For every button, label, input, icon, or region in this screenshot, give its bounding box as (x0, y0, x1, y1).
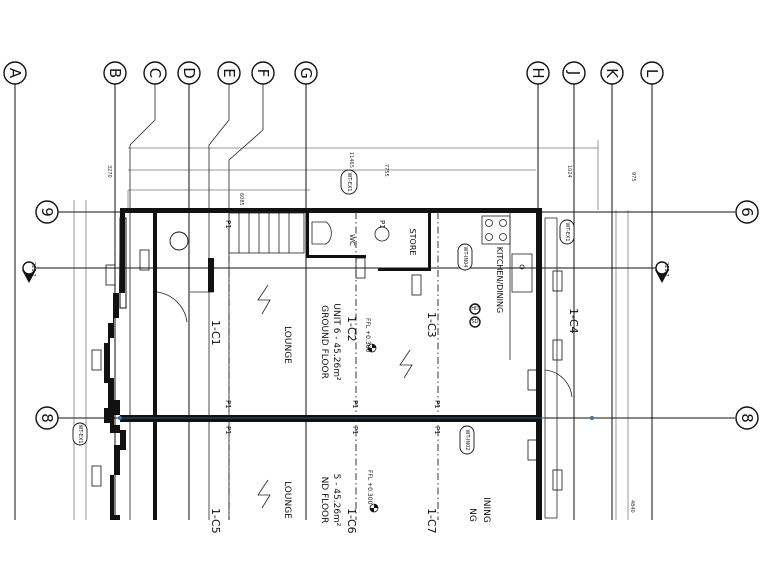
grid-lines-vertical (14, 84, 653, 520)
dim-6085: 6085 (238, 193, 244, 206)
column-label-c3: 1-C3 (425, 312, 438, 338)
room-label-lounge: LOUNGE (282, 326, 292, 364)
grid-lines-horizontal (36, 211, 735, 419)
grid-bubble-h: H (526, 61, 550, 85)
svg-text:WT-EX1: WT-EX1 (77, 424, 83, 443)
room-label-lounge-lower: LOUNGE (282, 481, 292, 519)
svg-text:WT-EX1: WT-EX1 (564, 222, 570, 241)
grid-bubble-a: A (3, 61, 27, 85)
svg-text:221-2: 221-2 (30, 262, 36, 277)
wall-tag-wt-ex1-right: WT-EX1 (559, 219, 575, 245)
fall-arrows (257, 284, 413, 509)
wall-tag-wt-ex1-left: WT-EX1 (72, 422, 88, 446)
svg-text:6: 6 (738, 207, 756, 217)
room-label-kitchen-lower-1: NG (467, 508, 477, 522)
column-label-c6: 1-C6 (345, 508, 358, 534)
dim-1024: 1024 (566, 165, 572, 178)
dim-7755: 7755 (383, 164, 389, 177)
p1-label: P1 (433, 400, 441, 409)
grid-bubble-row-8-right: 8 (735, 406, 759, 430)
p1-label: P1 (433, 426, 441, 435)
svg-text:L: L (643, 69, 661, 78)
hd-symbol: HD (469, 303, 481, 315)
grid-bubble-g: G (294, 61, 318, 85)
grid-bubble-b: B (103, 61, 127, 85)
p1-label: P1 (378, 220, 386, 229)
svg-text:8: 8 (38, 413, 56, 423)
svg-text:C: C (146, 68, 164, 78)
svg-text:D: D (180, 67, 198, 79)
svg-text:221-2: 221-2 (663, 262, 669, 277)
walls (104, 208, 558, 520)
svg-text:H: H (529, 67, 547, 78)
column-label-c2: 1-C2 (345, 316, 358, 342)
wall-tag-wt-in02: WT-IN02 (459, 425, 475, 455)
svg-text:WT-IN04: WT-IN04 (462, 247, 468, 268)
grid-bubble-j: J (562, 61, 586, 85)
section-marker-right: 221-2 (655, 261, 669, 283)
svg-text:8: 8 (738, 413, 756, 423)
dim-3270: 3270 (106, 165, 112, 178)
svg-text:E: E (220, 68, 238, 77)
svg-text:A: A (6, 68, 24, 79)
ffl-marker-lower: FFL +0.300 (366, 470, 379, 513)
grid-bubble-e: E (217, 61, 241, 85)
grid-bubble-l: L (640, 61, 664, 85)
room-label-unit-lower: 5 - 45.26m² (331, 474, 341, 527)
room-label-store: STORE (408, 229, 417, 256)
p1-label: P1 (351, 400, 359, 409)
sd-symbol: SD (469, 316, 481, 328)
svg-text:FFL +0.300: FFL +0.300 (364, 318, 371, 353)
wall-tag-wt-ex1-top: WT-EX1 (340, 169, 358, 195)
svg-text:B: B (106, 68, 124, 78)
grid-bubble-f: F (251, 61, 275, 85)
dimension-lines (73, 140, 629, 520)
column-label-c7: 1-C7 (425, 508, 438, 534)
svg-text:WT-EX1: WT-EX1 (346, 172, 352, 191)
grid-bubble-row-8-left: 8 (35, 406, 59, 430)
section-marker-left: 221-2 (22, 261, 36, 283)
svg-text:SD: SD (471, 319, 478, 325)
column-label-c4: 1-C4 (567, 308, 580, 334)
svg-text:F: F (254, 69, 272, 78)
grid-bubble-row-9: 9 (35, 200, 59, 224)
room-label-ground-floor-lower: ND FLOOR (319, 477, 329, 524)
svg-text:K: K (603, 68, 621, 79)
svg-text:FFL +0.300: FFL +0.300 (366, 470, 373, 505)
grid-bubble-row-6: 6 (735, 200, 759, 224)
room-label-ground-floor: GROUND FLOOR (319, 305, 329, 379)
dim-4840: 4840 (629, 500, 635, 513)
p1-label: P1 (224, 426, 232, 435)
grid-bubble-c: C (143, 61, 167, 85)
p1-label: P1 (224, 400, 232, 409)
room-label-kitchen: KITCHEN/DINING (495, 247, 504, 313)
grid-bubble-d: D (177, 61, 201, 85)
column-label-c1: 1-C1 (209, 320, 222, 346)
dim-overall: 11465 (348, 152, 354, 168)
room-label-kitchen-lower-2: INING (481, 497, 491, 523)
svg-text:WT-IN02: WT-IN02 (464, 430, 470, 451)
svg-text:J: J (565, 70, 583, 75)
p1-label: P1 (351, 426, 359, 435)
ffl-marker-upper: FFL +0.300 (364, 318, 377, 353)
room-label-wc: WC (348, 234, 356, 246)
svg-text:9: 9 (38, 207, 56, 217)
room-label-unit: UNIT 6 - 45.26m² (331, 303, 341, 381)
wall-tag-wt-in04: WT-IN04 (457, 243, 473, 271)
dim-975: 975 (630, 172, 636, 182)
svg-text:G: G (297, 67, 315, 79)
window-tags (91, 249, 563, 491)
p1-label: P1 (224, 220, 232, 229)
svg-text:HD: HD (471, 306, 479, 312)
column-label-c5: 1-C5 (209, 508, 222, 534)
interior-fixtures (118, 212, 594, 520)
grid-bubble-k: K (600, 61, 624, 85)
